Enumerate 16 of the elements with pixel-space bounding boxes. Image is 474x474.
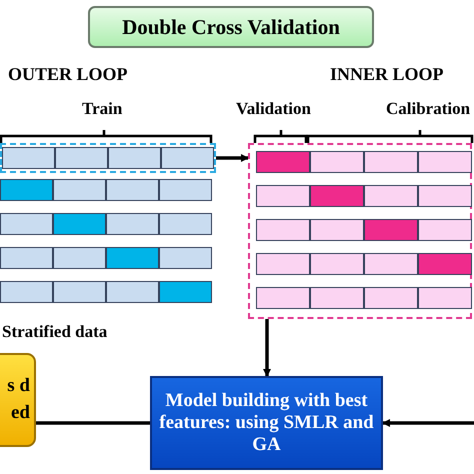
caption-text: Validation bbox=[236, 99, 311, 119]
process-box bbox=[150, 376, 383, 470]
title-banner: Double Cross Validation bbox=[88, 6, 374, 48]
section-heading: INNER LOOP bbox=[330, 64, 444, 85]
dashed-frame bbox=[0, 143, 216, 173]
caption-text: Train bbox=[82, 99, 122, 119]
arrow bbox=[382, 419, 474, 427]
arrow bbox=[263, 319, 271, 377]
arrow bbox=[216, 154, 249, 162]
box-text: s d ed bbox=[6, 374, 30, 425]
process-box bbox=[0, 353, 36, 447]
section-heading: OUTER LOOP bbox=[8, 64, 128, 85]
box-text: Model building with best features: using SMLR and GA bbox=[158, 390, 375, 456]
caption-text: Stratified data bbox=[2, 322, 108, 342]
caption-text: Calibration bbox=[386, 99, 470, 119]
dashed-frame bbox=[248, 143, 472, 319]
